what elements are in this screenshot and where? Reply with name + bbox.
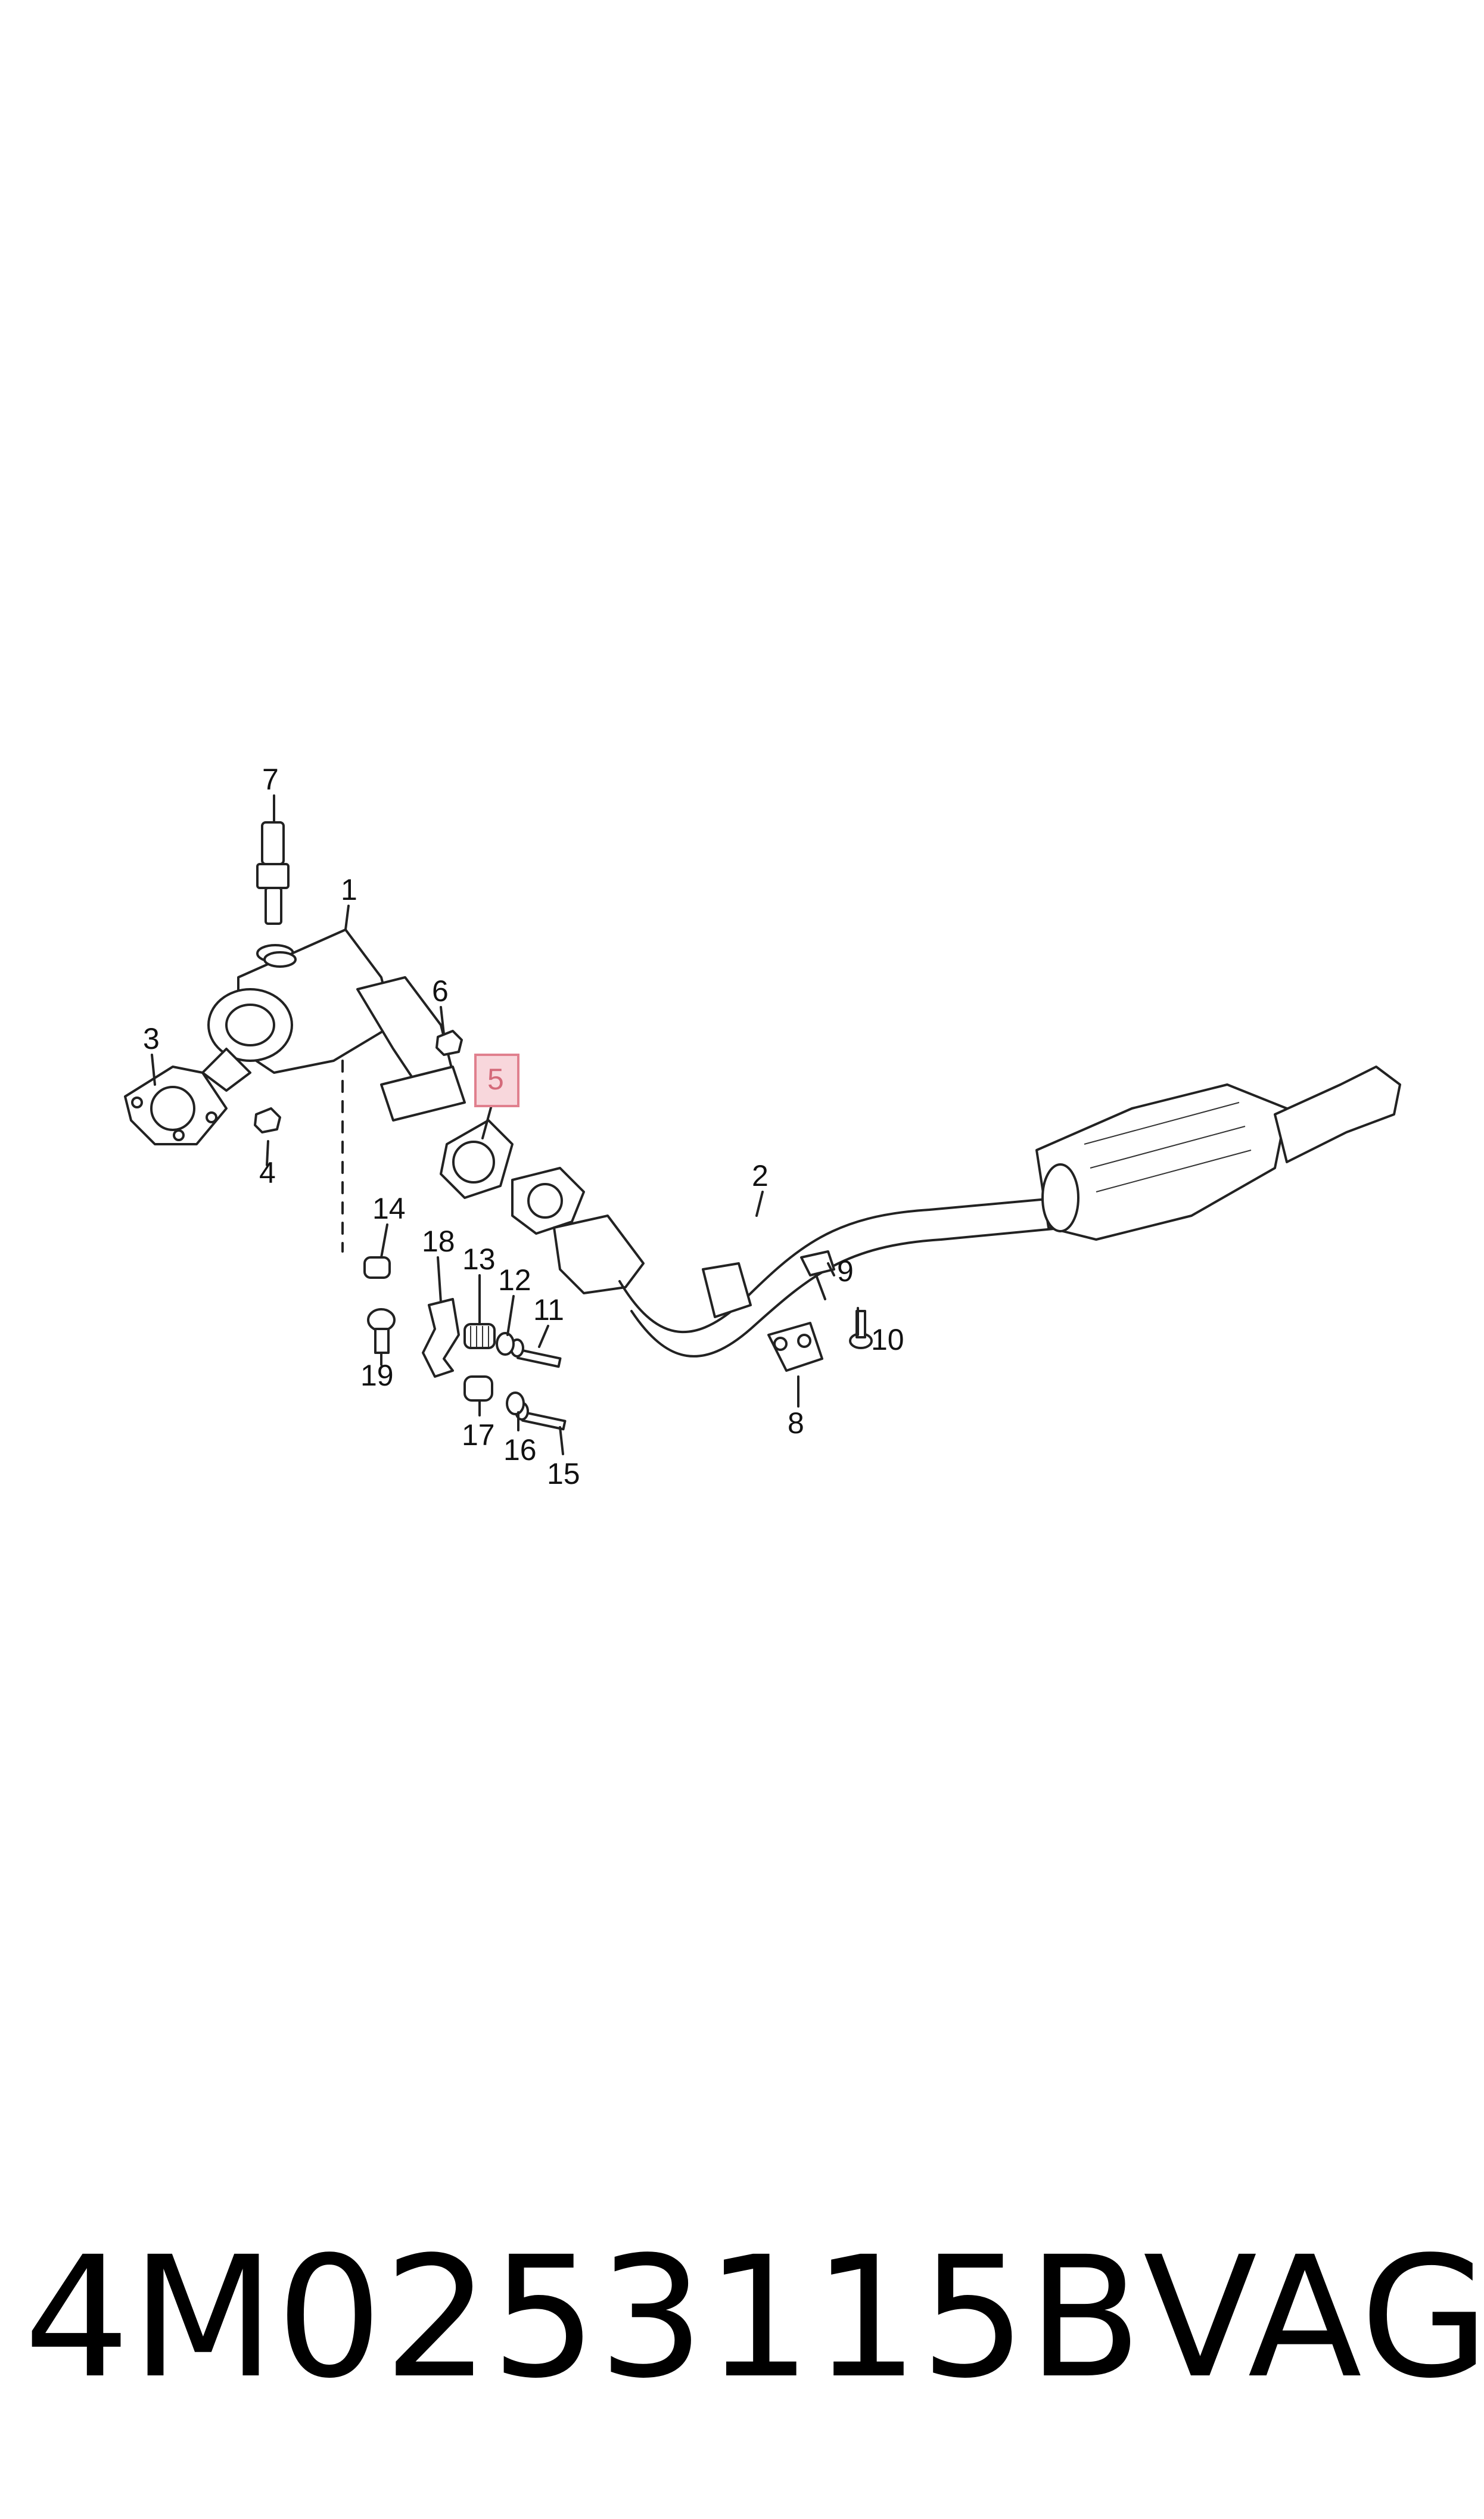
oxygen-sensor[interactable] — [256, 821, 294, 963]
callout-numbers: 7 1 3 6 5 4 2 9 10 8 14 18 13 12 11 19 1… — [143, 763, 904, 1490]
gasket[interactable] — [440, 1119, 514, 1199]
callout-7[interactable]: 7 — [262, 763, 279, 796]
callout-10[interactable]: 10 — [871, 1323, 904, 1356]
callout-11[interactable]: 11 — [533, 1293, 564, 1327]
callout-13[interactable]: 13 — [462, 1243, 496, 1276]
pipe-bracket[interactable] — [702, 1262, 752, 1318]
bushing[interactable] — [363, 1256, 391, 1279]
rubber-mount[interactable] — [767, 1322, 823, 1372]
flange-gasket[interactable] — [124, 1066, 228, 1145]
callout-2[interactable]: 2 — [752, 1159, 769, 1192]
callout-12[interactable]: 12 — [498, 1263, 531, 1297]
washer[interactable] — [506, 1391, 525, 1415]
callout-4[interactable]: 4 — [259, 1156, 276, 1189]
brand-label: VAG — [1143, 2221, 1484, 2415]
callout-16[interactable]: 16 — [503, 1433, 537, 1467]
bolt[interactable] — [367, 1308, 396, 1354]
washer[interactable] — [496, 1332, 515, 1356]
callout-18[interactable]: 18 — [422, 1225, 455, 1258]
nut[interactable] — [254, 1107, 281, 1133]
bracket[interactable] — [422, 1298, 460, 1378]
callout-3[interactable]: 3 — [143, 1022, 160, 1055]
highlight-box — [474, 1054, 519, 1107]
bolt[interactable] — [849, 1310, 873, 1349]
leader-lines — [151, 794, 859, 1455]
callout-5[interactable]: 5 — [487, 1063, 504, 1096]
bolt[interactable] — [510, 1338, 562, 1368]
callout-17[interactable]: 17 — [462, 1418, 495, 1452]
part-number: 4M0253115B — [24, 2221, 1143, 2415]
callout-14[interactable]: 14 — [372, 1192, 406, 1225]
front-catalytic-converter[interactable] — [201, 928, 466, 1122]
spring[interactable] — [463, 1323, 496, 1349]
nut[interactable] — [435, 1030, 463, 1056]
caption: 4M0253115B VAG — [24, 2217, 1484, 2419]
clip[interactable] — [800, 1250, 835, 1276]
callout-15[interactable]: 15 — [547, 1457, 580, 1490]
callout-1[interactable]: 1 — [341, 873, 357, 906]
bushing[interactable] — [463, 1375, 493, 1402]
callout-19[interactable]: 19 — [360, 1359, 394, 1392]
front-exhaust-pipe[interactable] — [511, 1066, 1401, 1358]
callout-8[interactable]: 8 — [788, 1406, 804, 1440]
callout-9[interactable]: 9 — [837, 1254, 854, 1288]
callout-6[interactable]: 6 — [432, 974, 449, 1008]
